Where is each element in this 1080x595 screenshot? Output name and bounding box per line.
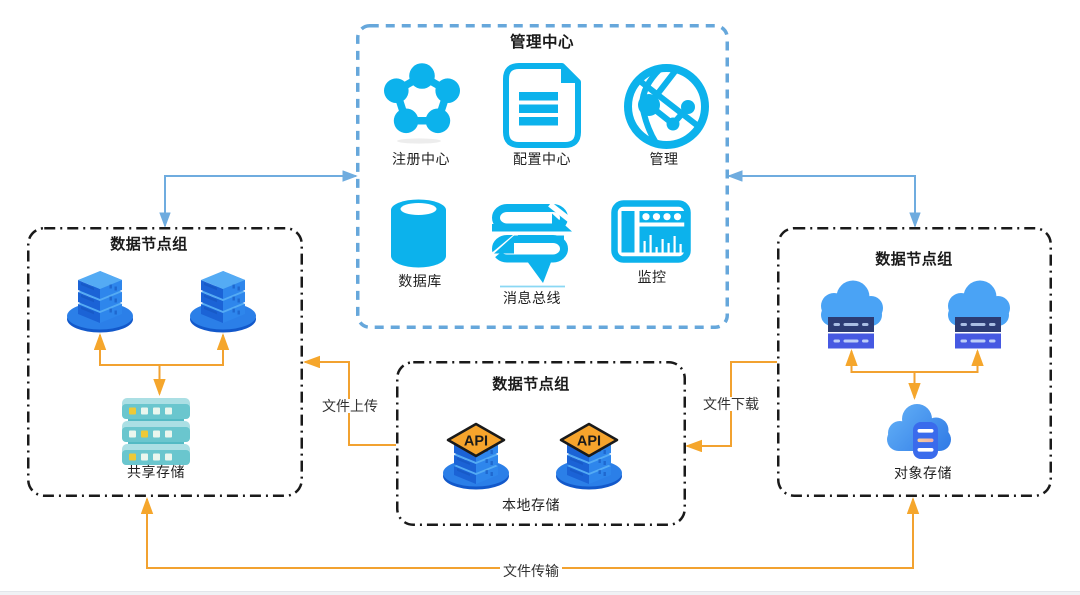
file-upload-label: 文件上传	[319, 399, 381, 413]
monitor-label: 监控	[637, 269, 667, 285]
management-center-group[interactable]	[356, 24, 729, 329]
edge-left-servers	[100, 335, 223, 366]
config-center-icon[interactable]	[503, 63, 581, 148]
left-data-node-group[interactable]	[27, 227, 303, 497]
shared-storage-icon[interactable]	[122, 398, 190, 465]
center-group-title: 数据节点组	[492, 376, 570, 393]
management-center-title: 管理中心	[509, 34, 575, 51]
edge-management-left-group	[165, 176, 356, 226]
management-icon[interactable]	[624, 64, 709, 149]
center-data-node-group[interactable]	[396, 361, 686, 526]
api-server-icon[interactable]: API	[554, 420, 624, 491]
management-label: 管理	[649, 151, 679, 167]
registry-center-icon[interactable]	[379, 63, 465, 144]
left-group-border	[27, 227, 303, 497]
management-center-border	[356, 24, 729, 329]
file-transfer-label: 文件传输	[500, 564, 562, 578]
cloud-server-icon[interactable]	[816, 278, 886, 349]
message-bus-icon[interactable]	[484, 195, 577, 290]
config-center-label: 配置中心	[513, 151, 571, 167]
edge-management-right-group	[729, 176, 915, 226]
right-group-title: 数据节点组	[875, 251, 953, 268]
right-data-node-group[interactable]	[777, 227, 1052, 497]
object-storage-icon[interactable]	[885, 402, 954, 462]
local-storage-label: 本地存储	[502, 497, 560, 513]
database-icon[interactable]	[388, 198, 449, 269]
server-node-icon[interactable]	[65, 266, 135, 333]
shared-storage-label: 共享存储	[127, 464, 185, 480]
registry-center-label: 注册中心	[392, 151, 450, 167]
svg-text:API: API	[577, 434, 601, 450]
database-label: 数据库	[398, 273, 442, 289]
api-server-icon[interactable]: API	[441, 420, 511, 491]
footer-strip	[0, 591, 1080, 595]
cloud-server-icon[interactable]	[943, 278, 1013, 349]
message-bus-label: 消息总线	[503, 290, 561, 306]
center-group-border	[396, 361, 686, 526]
left-group-title: 数据节点组	[110, 236, 188, 253]
right-group-border	[777, 227, 1052, 497]
monitor-icon[interactable]	[611, 200, 691, 263]
object-storage-label: 对象存储	[894, 465, 952, 481]
file-download-label: 文件下载	[700, 397, 762, 411]
server-node-icon[interactable]	[188, 266, 258, 333]
svg-text:API: API	[464, 434, 488, 450]
